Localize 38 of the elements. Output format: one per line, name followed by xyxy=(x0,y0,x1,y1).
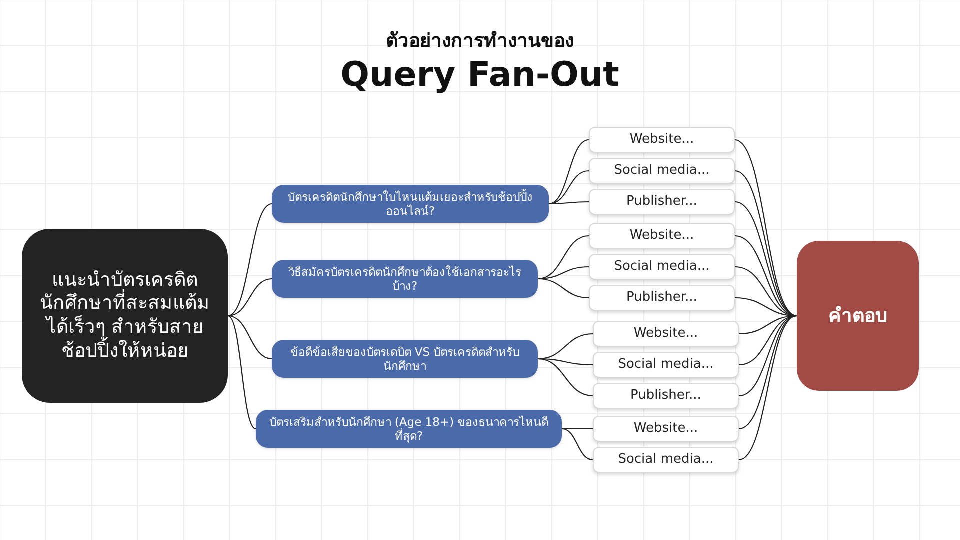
connector-line xyxy=(228,204,272,316)
connector-line xyxy=(538,278,590,299)
connector-line xyxy=(562,428,594,461)
sub-query-box: ข้อดีข้อเสียของบัตรเดบิต VS บัตรเครดิตสำหรับนักศึกษา xyxy=(272,340,538,378)
source-box: Social media... xyxy=(589,158,735,184)
source-box: Social media... xyxy=(593,447,739,473)
connector-line xyxy=(538,358,594,397)
connector-line xyxy=(734,170,798,317)
source-box: Website... xyxy=(589,223,735,249)
answer-box: คำตอบ xyxy=(797,241,919,391)
connector-line xyxy=(738,315,798,397)
connector-line xyxy=(549,201,589,205)
connector-line xyxy=(228,316,256,430)
connector-line xyxy=(562,428,593,430)
source-box: Social media... xyxy=(589,254,735,280)
source-box: Social media... xyxy=(593,352,739,378)
source-box: Publisher... xyxy=(589,285,735,311)
source-box: Website... xyxy=(589,127,735,153)
heading: Query Fan-Out xyxy=(340,54,620,96)
source-box: Publisher... xyxy=(593,383,739,409)
connector-line xyxy=(734,201,798,317)
connector-line xyxy=(228,278,272,317)
connector-line xyxy=(738,316,798,460)
query-box: แนะนำบัตรเครดิตนักศึกษาที่สะสมแต้มได้เร็วๆ สำหรับสายช้อปปิ้งให้หน่อย xyxy=(22,229,228,403)
sub-query-box: บัตรเครดิตนักศึกษาใบไหนแต้มเยอะสำหรับช้อปปิ้งออนไลน์? xyxy=(272,185,549,223)
source-box: Website... xyxy=(593,321,739,347)
source-box: Publisher... xyxy=(589,189,735,215)
connector-line xyxy=(538,235,590,280)
connector-line xyxy=(738,315,798,430)
sub-query-box: วิธีสมัครบัตรเครดิตนักศึกษาต้องใช้เอกสารอะไรบ้าง? xyxy=(272,260,538,298)
connector-line xyxy=(734,235,798,317)
title: ตัวอย่างการทำงานของ xyxy=(386,30,574,54)
source-box: Website... xyxy=(593,416,739,442)
connector-line xyxy=(548,139,590,205)
connector-line xyxy=(228,315,272,360)
connector-line xyxy=(734,140,798,316)
connector-line xyxy=(548,170,590,205)
sub-query-box: บัตรเสริมสำหรับนักศึกษา (Age 18+) ของธนาคารไหนดีที่สุด? xyxy=(256,410,562,448)
